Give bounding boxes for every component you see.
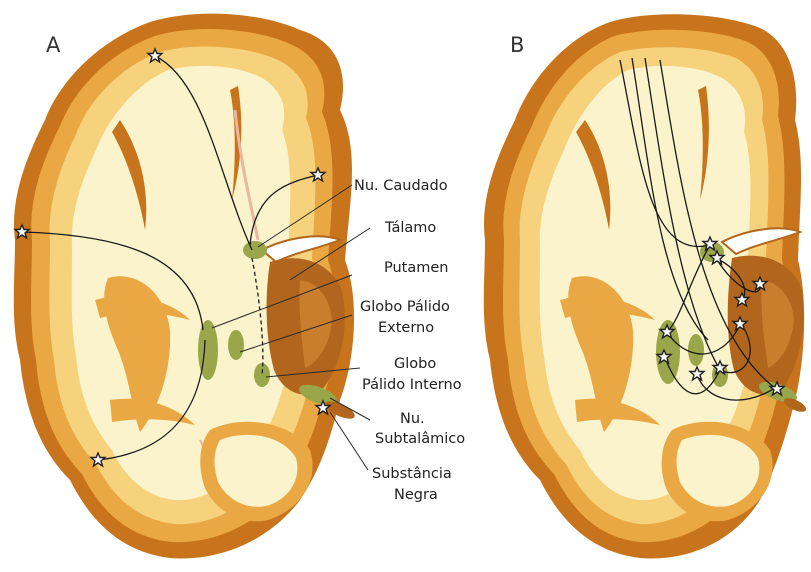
label-gpe-line2: Externo (378, 320, 434, 336)
label-gpe-line1: Globo Pálido (360, 299, 450, 315)
label-sn-line1: Substância (372, 466, 452, 482)
putamen-shape-a (198, 320, 218, 380)
panel-b: B (484, 14, 808, 558)
gpe-shape-a (228, 330, 244, 360)
panel-letter-b: B (510, 33, 524, 57)
panel-a: A Nu. Caudado Tálamo Putamen Globo Pálid… (14, 14, 465, 559)
gpi-shape-a (254, 363, 270, 387)
panel-letter-a: A (46, 33, 61, 57)
label-gpi-line1: Globo (394, 356, 436, 372)
gpe-shape-b (688, 334, 704, 366)
label-gpi-line2: Pálido Interno (362, 377, 462, 393)
label-stn-line2: Subtalâmico (375, 431, 465, 447)
label-stn-line1: Nu. (400, 411, 425, 427)
leader-sn (330, 412, 368, 470)
label-putamen: Putamen (384, 260, 449, 276)
label-caudate: Nu. Caudado (354, 178, 448, 194)
label-sn-line2: Negra (394, 487, 438, 503)
label-thalamus: Tálamo (384, 220, 436, 236)
brain-section-a (14, 14, 357, 559)
